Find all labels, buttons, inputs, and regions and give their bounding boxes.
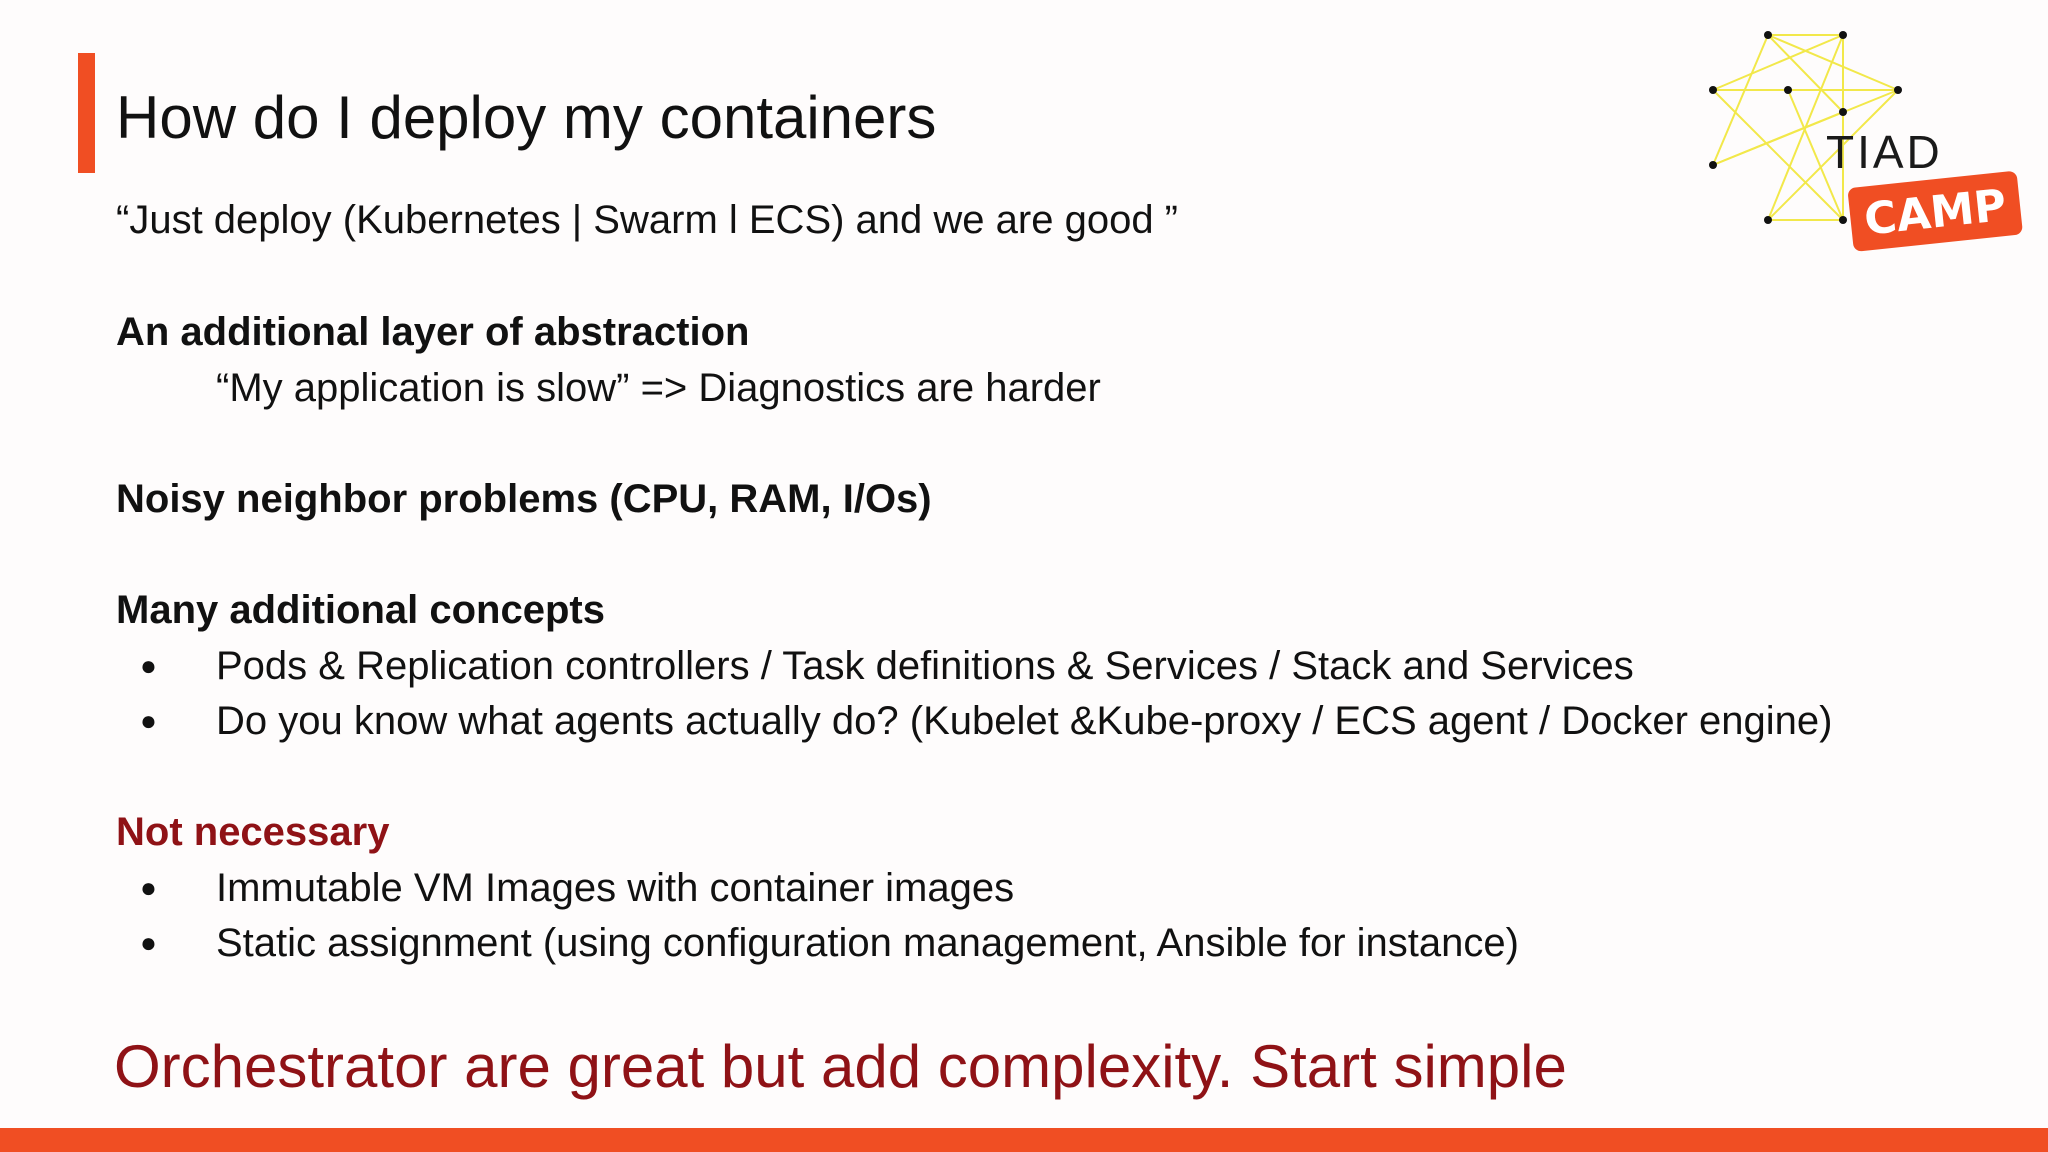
logo-text-tiad: TIAD bbox=[1826, 126, 1943, 178]
section-detail-abstraction: “My application is slow” => Diagnostics … bbox=[216, 366, 1101, 410]
bullet-concepts-1: Pods & Replication controllers / Task de… bbox=[216, 644, 1634, 688]
bullet-marker: ● bbox=[140, 705, 157, 736]
bullet-marker: ● bbox=[140, 872, 157, 903]
slide-title: How do I deploy my containers bbox=[116, 84, 937, 151]
bullet-concepts-2: Do you know what agents actually do? (Ku… bbox=[216, 699, 1833, 743]
section-heading-concepts: Many additional concepts bbox=[116, 588, 605, 632]
bullet-marker: ● bbox=[140, 927, 157, 958]
slide-conclusion: Orchestrator are great but add complexit… bbox=[114, 1033, 1567, 1100]
section-heading-not-necessary: Not necessary bbox=[116, 810, 390, 854]
title-accent-bar bbox=[78, 53, 95, 173]
section-heading-noisy-neighbor: Noisy neighbor problems (CPU, RAM, I/Os) bbox=[116, 477, 932, 521]
bullet-not-necessary-2: Static assignment (using configuration m… bbox=[216, 921, 1519, 965]
intro-quote: “Just deploy (Kubernetes | Swarm l ECS) … bbox=[116, 198, 1178, 242]
tiad-camp-logo: TIAD CAMP bbox=[1709, 31, 2023, 252]
section-heading-abstraction: An additional layer of abstraction bbox=[116, 310, 750, 354]
logo-star-nodes bbox=[1709, 31, 1902, 224]
bullet-not-necessary-1: Immutable VM Images with container image… bbox=[216, 866, 1015, 910]
logo-camp-badge: CAMP bbox=[1848, 171, 2023, 252]
bottom-accent-bar bbox=[0, 1128, 2048, 1152]
bullet-marker: ● bbox=[140, 650, 157, 681]
logo-star-lines bbox=[1712, 34, 1899, 221]
